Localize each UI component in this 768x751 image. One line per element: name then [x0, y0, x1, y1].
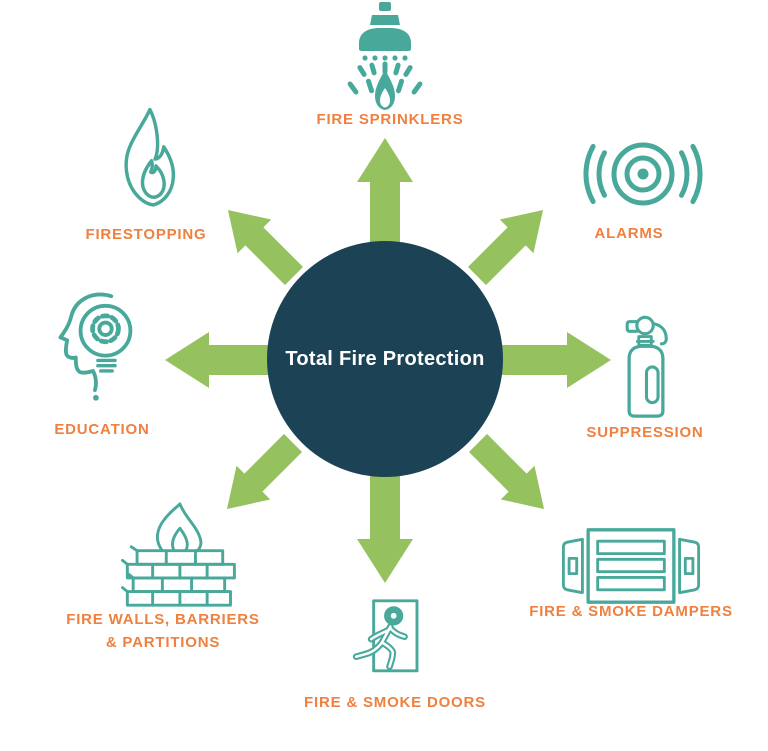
center-circle: Total Fire Protection — [267, 241, 503, 477]
arrow-down-right-icon — [468, 433, 545, 510]
node-label-fire-smoke-dampers: FIRE & SMOKE DAMPERS — [529, 603, 733, 620]
node-label-fire-smoke-doors: FIRE & SMOKE DOORS — [304, 694, 486, 711]
arrow-up-left-icon — [227, 209, 304, 286]
node-label-education: EDUCATION — [54, 421, 150, 438]
arrow-up-icon — [357, 138, 413, 248]
head-gear-lightbulb-icon — [58, 292, 133, 401]
center-label: Total Fire Protection — [285, 347, 485, 370]
arrow-down-icon — [357, 473, 413, 583]
node-label-fire-sprinklers: FIRE SPRINKLERS — [316, 111, 464, 128]
fire-extinguisher-icon — [625, 315, 668, 418]
node-label-fire-walls-barriers-partitions: FIRE WALLS, BARRIERS & PARTITIONS — [66, 611, 260, 651]
alarm-bell-waves-icon — [583, 142, 703, 206]
brick-wall-flame-icon — [121, 502, 236, 607]
exit-door-running-person-icon — [352, 599, 419, 673]
flame-icon — [124, 107, 176, 207]
arrow-left-icon — [165, 332, 275, 388]
node-label-firestopping: FIRESTOPPING — [85, 226, 207, 243]
node-label-suppression: SUPPRESSION — [586, 424, 704, 441]
arrow-right-icon — [501, 332, 611, 388]
air-damper-vent-icon — [561, 528, 701, 604]
arrow-down-left-icon — [226, 433, 303, 510]
arrow-up-right-icon — [467, 209, 544, 286]
node-label-alarms: ALARMS — [594, 225, 664, 242]
fire-sprinkler-icon — [347, 2, 423, 110]
